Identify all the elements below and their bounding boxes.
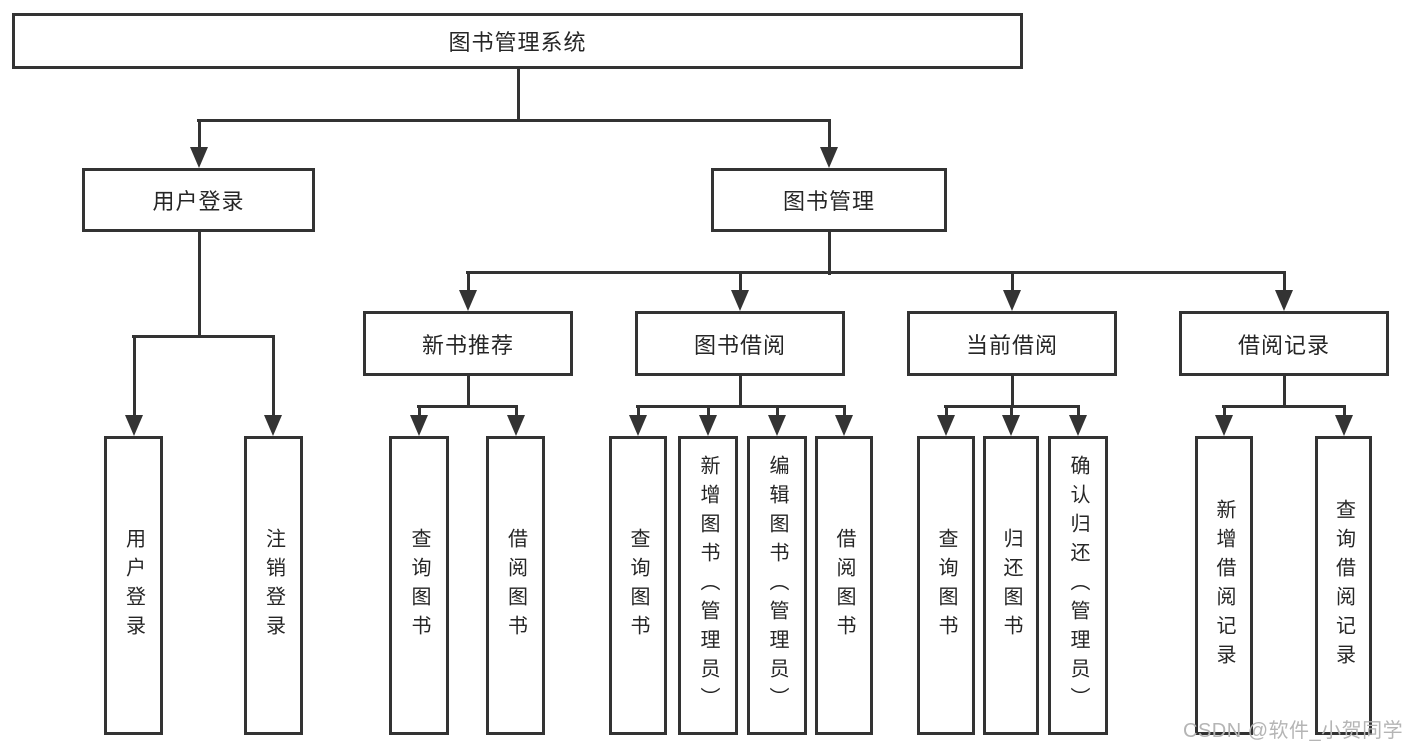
node-borrow-records: 借阅记录: [1179, 311, 1389, 376]
node-new-book-recommend: 新书推荐: [363, 311, 573, 376]
connector-line: [466, 271, 470, 297]
leaf-borrow-query-book-label: 查询图书: [627, 527, 649, 644]
node-root-label: 图书管理系统: [448, 30, 587, 55]
leaf-borrow-borrow-book: 借阅图书: [815, 436, 873, 735]
connector-line: [514, 405, 518, 422]
arrowhead-icon: [190, 147, 208, 168]
node-user-login-branch-label: 用户登录: [152, 189, 245, 214]
leaf-current-query-book: 查询图书: [917, 436, 975, 735]
connector-line: [827, 232, 831, 275]
connector-line: [1282, 376, 1286, 408]
leaf-recommend-query-book-label: 查询图书: [408, 527, 430, 644]
arrowhead-icon: [1002, 415, 1020, 436]
arrowhead-icon: [459, 290, 477, 311]
arrowhead-icon: [835, 415, 853, 436]
arrowhead-icon: [410, 415, 428, 436]
connector-line: [1282, 271, 1286, 297]
connector-line: [197, 118, 831, 122]
node-book-borrow: 图书借阅: [635, 311, 845, 376]
leaf-borrow-query-book: 查询图书: [609, 436, 667, 735]
node-new-book-recommend-label: 新书推荐: [421, 332, 514, 358]
leaf-logout-label: 注销登录: [262, 527, 285, 644]
arrowhead-icon: [629, 415, 647, 436]
connector-line: [132, 335, 136, 422]
node-root: 图书管理系统: [12, 13, 1023, 69]
leaf-query-borrow-record: 查询借阅记录: [1315, 436, 1372, 735]
connector-line: [466, 376, 470, 408]
connector-line: [1010, 376, 1014, 408]
node-current-borrow: 当前借阅: [907, 311, 1117, 376]
leaf-add-book-admin-label: 新增图书（管理员）: [697, 455, 719, 716]
arrowhead-icon: [820, 147, 838, 168]
connector-line: [197, 232, 201, 338]
connector-line: [775, 405, 779, 422]
leaf-return-book: 归还图书: [983, 436, 1039, 735]
connector-line: [271, 335, 275, 422]
connector-line: [132, 334, 275, 338]
csdn-watermark: CSDN @软件_小贺同学: [1183, 720, 1404, 742]
connector-line: [738, 376, 742, 408]
connector-line: [944, 405, 948, 422]
connector-line: [1342, 405, 1346, 422]
arrowhead-icon: [1335, 415, 1353, 436]
leaf-edit-book-admin: 编辑图书（管理员）: [747, 436, 807, 735]
connector-line: [1009, 405, 1013, 422]
connector-line: [636, 404, 846, 408]
arrowhead-icon: [1215, 415, 1233, 436]
connector-line: [417, 405, 421, 422]
node-borrow-records-label: 借阅记录: [1237, 332, 1330, 358]
leaf-borrow-borrow-book-label: 借阅图书: [833, 527, 855, 644]
connector-line: [706, 405, 710, 422]
connector-line: [636, 405, 640, 422]
arrowhead-icon: [937, 415, 955, 436]
leaf-current-query-book-label: 查询图书: [935, 527, 957, 644]
arrowhead-icon: [264, 415, 282, 436]
leaf-logout: 注销登录: [244, 436, 303, 735]
connector-line: [738, 271, 742, 297]
node-book-management-branch-label: 图书管理: [782, 189, 875, 214]
leaf-add-borrow-record: 新增借阅记录: [1195, 436, 1253, 735]
arrowhead-icon: [699, 415, 717, 436]
node-book-management-branch: 图书管理: [711, 168, 947, 232]
connector-line: [1222, 404, 1346, 408]
node-current-borrow-label: 当前借阅: [965, 332, 1058, 358]
node-book-borrow-label: 图书借阅: [693, 332, 786, 358]
leaf-recommend-borrow-book: 借阅图书: [486, 436, 545, 735]
leaf-return-book-label: 归还图书: [1000, 527, 1022, 644]
connector-line: [466, 270, 1286, 274]
connector-line: [516, 67, 520, 122]
connector-line: [197, 119, 201, 154]
leaf-recommend-query-book: 查询图书: [389, 436, 449, 735]
leaf-query-borrow-record-label: 查询借阅记录: [1332, 498, 1355, 673]
leaf-confirm-return-admin: 确认归还（管理员）: [1048, 436, 1108, 735]
arrowhead-icon: [731, 290, 749, 311]
leaf-recommend-borrow-book-label: 借阅图书: [504, 527, 527, 644]
arrowhead-icon: [507, 415, 525, 436]
arrowhead-icon: [1003, 290, 1021, 311]
leaf-add-book-admin: 新增图书（管理员）: [678, 436, 738, 735]
arrowhead-icon: [1069, 415, 1087, 436]
arrowhead-icon: [768, 415, 786, 436]
leaf-edit-book-admin-label: 编辑图书（管理员）: [766, 455, 788, 716]
connector-line: [417, 404, 518, 408]
connector-line: [842, 405, 846, 422]
leaf-add-borrow-record-label: 新增借阅记录: [1213, 498, 1235, 673]
leaf-user-login: 用户登录: [104, 436, 163, 735]
node-user-login-branch: 用户登录: [82, 168, 315, 232]
connector-line: [1222, 405, 1226, 422]
leaf-confirm-return-admin-label: 确认归还（管理员）: [1067, 455, 1089, 716]
connector-line: [827, 119, 831, 154]
arrowhead-icon: [125, 415, 143, 436]
connector-line: [1010, 271, 1014, 297]
arrowhead-icon: [1275, 290, 1293, 311]
leaf-user-login-label: 用户登录: [122, 527, 145, 644]
connector-line: [1076, 405, 1080, 422]
